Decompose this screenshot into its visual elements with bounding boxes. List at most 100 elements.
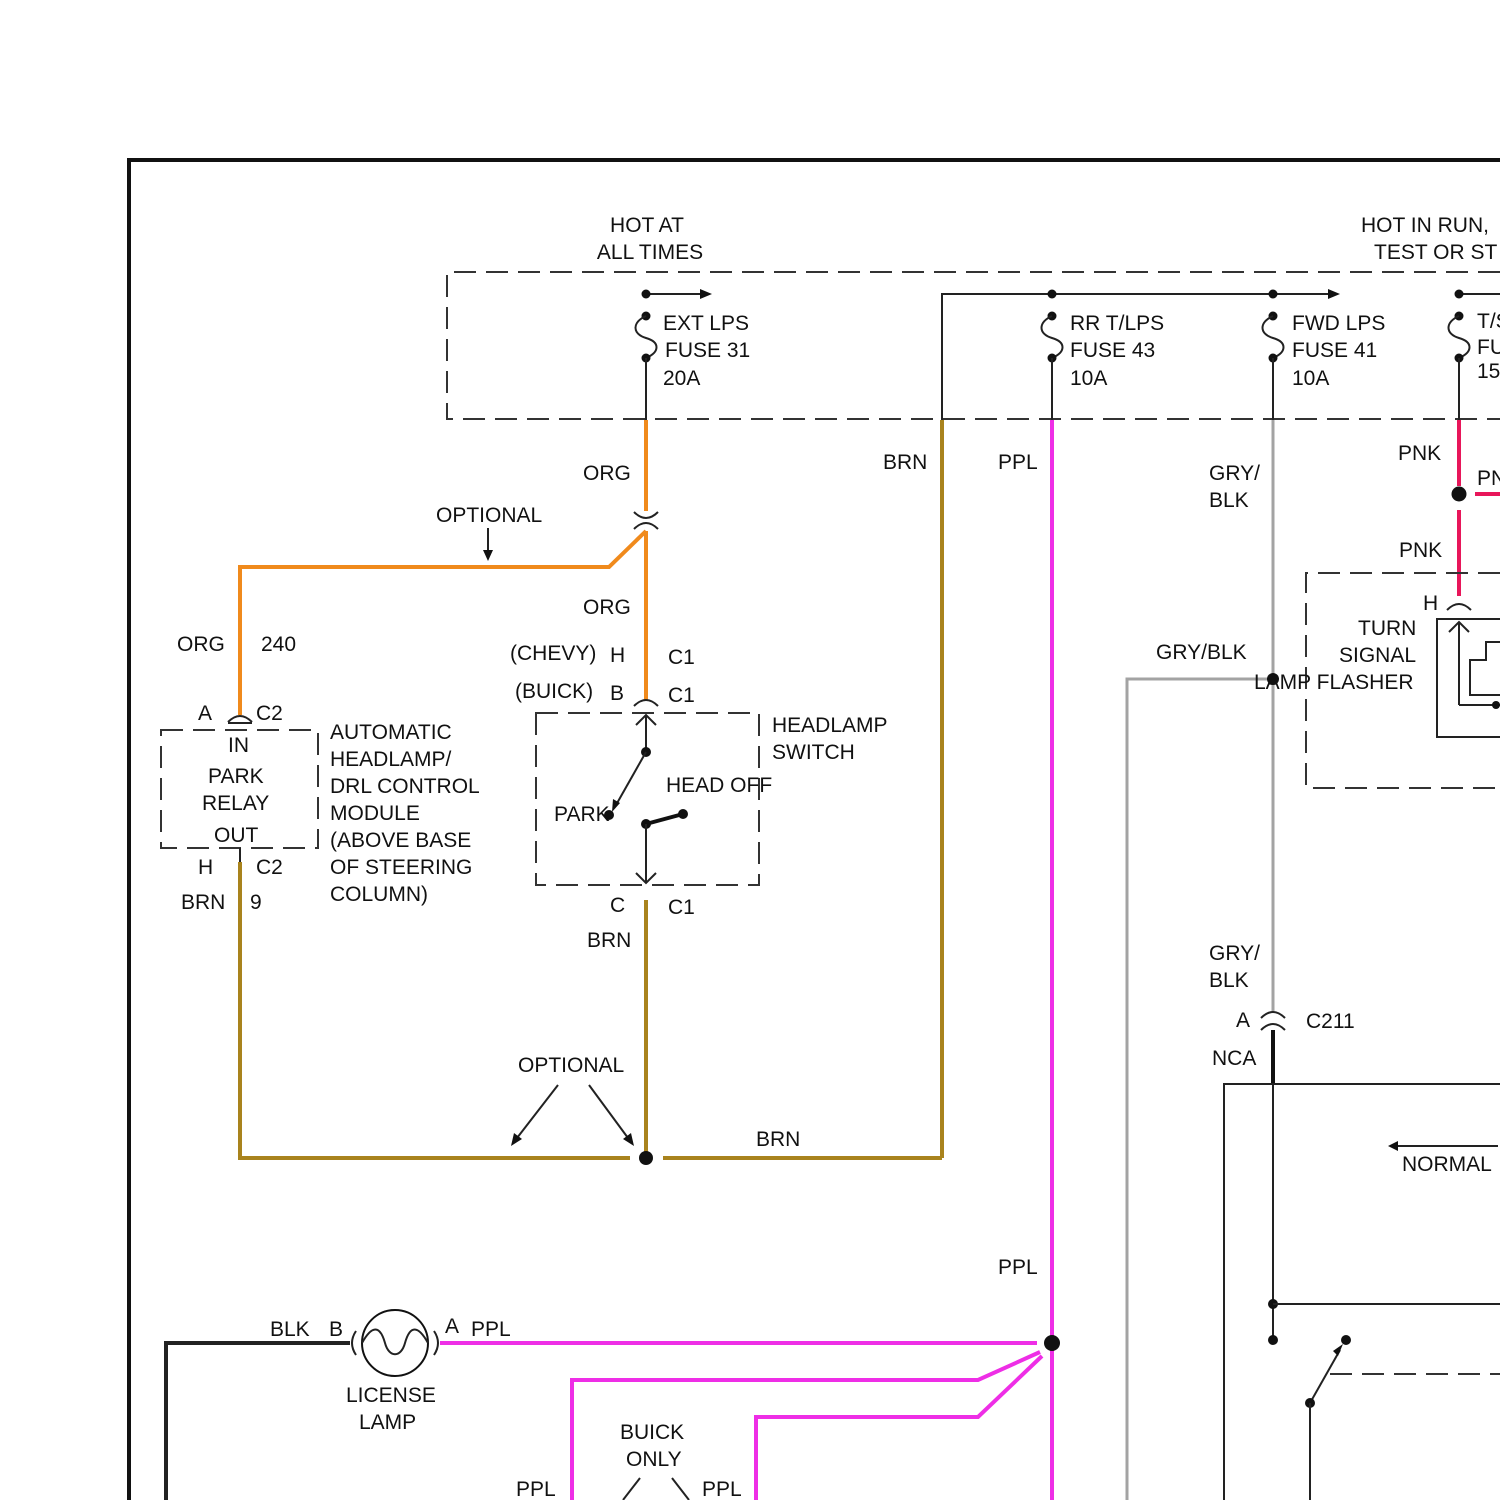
circuit-240-label: 240 xyxy=(261,633,296,656)
lamp-name-1: LICENSE xyxy=(346,1384,436,1407)
fuse-43-symbol xyxy=(1042,290,1063,421)
fuse-43-label-3: 10A xyxy=(1070,367,1107,390)
optional-bottom-label: OPTIONAL xyxy=(518,1054,624,1077)
hot-in-run-line2: TEST OR ST xyxy=(1374,241,1497,264)
buick-only-line1: BUICK xyxy=(620,1421,684,1444)
relay-conn-bottom: C2 xyxy=(256,856,283,879)
brn-switch-label: BRN xyxy=(587,929,631,952)
gry-blk-top-label-1: GRY/ xyxy=(1209,462,1260,485)
fuse-41-symbol xyxy=(1263,290,1284,421)
buick-only-labels: BUICK ONLY xyxy=(620,1421,689,1500)
head-off-position-label: HEAD OFF xyxy=(666,774,772,797)
flasher-name-3: LAMP FLASHER xyxy=(1254,671,1414,694)
gry-blk-mid-label: GRY/BLK xyxy=(1156,641,1247,664)
pnk-label-3: PNK xyxy=(1399,539,1442,562)
circuit-9-label: 9 xyxy=(250,891,262,914)
chevy-pin: H xyxy=(610,644,625,667)
fuse-ts-label-3: 15 xyxy=(1477,360,1500,383)
switch-out-conn: C1 xyxy=(668,896,695,919)
pnk-label-2: PN xyxy=(1477,467,1500,490)
fuse-43-label-1: RR T/LPS xyxy=(1070,312,1164,335)
buick-pin: B xyxy=(610,682,624,705)
org-inline-connector xyxy=(634,512,658,529)
normal-label: NORMAL xyxy=(1402,1153,1492,1176)
optional-arrows-bottom xyxy=(511,1085,634,1146)
lamp-pin-a: A xyxy=(445,1315,459,1338)
flasher-internals xyxy=(1437,604,1500,737)
relay-name-1: PARK xyxy=(208,765,264,788)
chevy-conn: C1 xyxy=(668,646,695,669)
flasher-name-2: SIGNAL xyxy=(1339,644,1416,667)
relay-in-label: IN xyxy=(228,734,249,757)
fuse-ts-label-2: FU xyxy=(1477,336,1500,359)
relay-conn-top: C2 xyxy=(256,702,283,725)
org-left-label: ORG xyxy=(177,633,225,656)
gry-blk-top-label-2: BLK xyxy=(1209,489,1249,512)
pnk-label-1: PNK xyxy=(1398,442,1441,465)
hot-in-run-line1: HOT IN RUN, xyxy=(1361,214,1489,237)
module-name-5: (ABOVE BASE xyxy=(330,829,471,852)
brn-splice xyxy=(639,1151,653,1165)
relay-pin-a: A xyxy=(198,702,212,725)
buick-only-line2: ONLY xyxy=(626,1448,682,1471)
pnk-splice xyxy=(1452,487,1467,502)
buick-conn: C1 xyxy=(668,684,695,707)
flasher-name-1: TURN xyxy=(1358,617,1416,640)
ppl-lower-label: PPL xyxy=(998,1256,1038,1279)
c211-connector-symbol xyxy=(1261,1012,1285,1030)
hot-at-all-times-line2: ALL TIMES xyxy=(597,241,703,264)
c211-name: C211 xyxy=(1306,1010,1355,1033)
module-name-3: DRL CONTROL xyxy=(330,775,480,798)
fuse-31-symbol xyxy=(636,290,657,421)
brn-left-label: BRN xyxy=(181,891,225,914)
module-name-1: AUTOMATIC xyxy=(330,721,452,744)
module-name-6: OF STEERING xyxy=(330,856,472,879)
ppl-top-label: PPL xyxy=(998,451,1038,474)
relay-out-label: OUT xyxy=(214,824,259,847)
hot-at-all-times-line1: HOT AT xyxy=(610,214,684,237)
lamp-pin-b: B xyxy=(329,1318,343,1341)
gry-blk-low-label-1: GRY/ xyxy=(1209,942,1260,965)
fuse-31-label-2: FUSE 31 xyxy=(665,339,750,362)
optional-top-label: OPTIONAL xyxy=(436,504,542,527)
ppl-wires xyxy=(440,420,1052,1500)
nca-label: NCA xyxy=(1212,1047,1256,1070)
relay-name-2: RELAY xyxy=(202,792,269,815)
ppl-lamp-label: PPL xyxy=(471,1318,511,1341)
module-name-2: HEADLAMP/ xyxy=(330,748,452,771)
chevy-label: (CHEVY) xyxy=(510,642,596,665)
fuse-41-label-1: FWD LPS xyxy=(1292,312,1385,335)
flasher-labels: H TURN SIGNAL LAMP FLASHER xyxy=(1254,592,1438,694)
module-name-4: MODULE xyxy=(330,802,420,825)
brn-top-label: BRN xyxy=(883,451,927,474)
fuse-41-label-3: 10A xyxy=(1292,367,1329,390)
nca-internals xyxy=(1268,1084,1500,1500)
fuse-31-label-3: 20A xyxy=(663,367,700,390)
fuse-ts-symbol xyxy=(1449,290,1470,421)
fuse-43-label-2: FUSE 43 xyxy=(1070,339,1155,362)
flasher-pin-h: H xyxy=(1423,592,1438,615)
blk-wire xyxy=(166,1343,350,1500)
park-position-label: PARK xyxy=(554,803,610,826)
buick-only-right-pointer xyxy=(672,1478,689,1500)
buick-label: (BUICK) xyxy=(515,680,593,703)
fuse-41-label-2: FUSE 41 xyxy=(1292,339,1377,362)
ppl-splice xyxy=(1044,1335,1060,1351)
org-mid-label: ORG xyxy=(583,596,631,619)
switch-out-pin: C xyxy=(610,894,625,917)
switch-name-2: SWITCH xyxy=(772,741,855,764)
fuse-31-label-1: EXT LPS xyxy=(663,312,749,335)
pnk-wires xyxy=(1459,420,1500,596)
ppl-bottom-left-label: PPL xyxy=(516,1478,556,1500)
ppl-bottom-right-label: PPL xyxy=(702,1478,742,1500)
license-lamp-symbol xyxy=(352,1310,438,1376)
brn-bottom-label: BRN xyxy=(756,1128,800,1151)
buick-only-left-pointer xyxy=(623,1478,640,1500)
blk-lamp-label: BLK xyxy=(270,1318,310,1341)
switch-name-1: HEADLAMP xyxy=(772,714,888,737)
headlamp-switch-labels: (CHEVY) H C1 (BUICK) B C1 HEADLAMP SWITC… xyxy=(510,642,888,919)
c211-pin: A xyxy=(1236,1009,1250,1032)
relay-pin-h: H xyxy=(198,856,213,879)
power-labels: HOT AT ALL TIMES HOT IN RUN, TEST OR ST … xyxy=(597,214,1500,390)
